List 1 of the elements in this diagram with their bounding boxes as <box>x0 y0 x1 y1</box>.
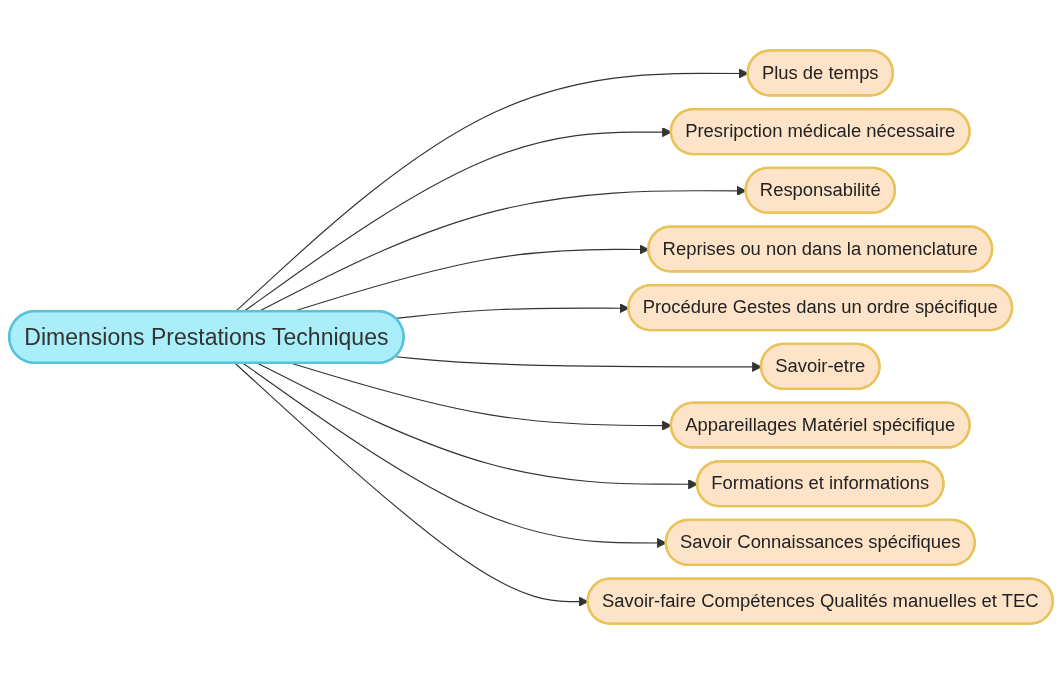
arrow <box>234 362 589 607</box>
